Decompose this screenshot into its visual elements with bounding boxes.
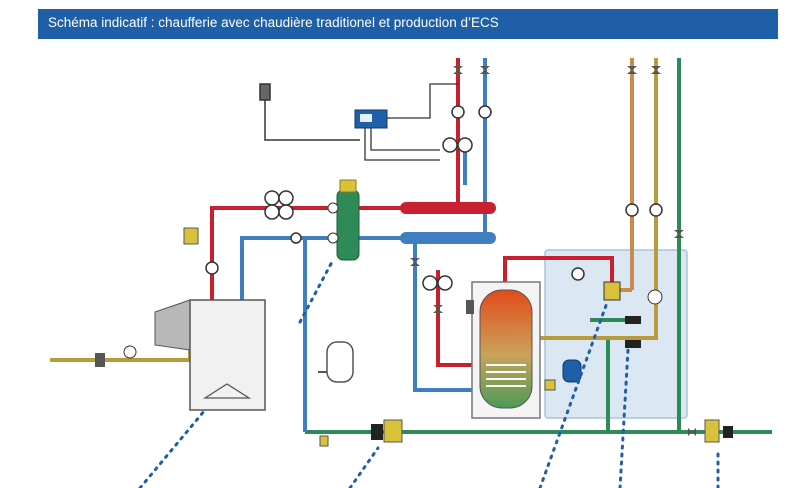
gas-valve-icon: [95, 345, 137, 367]
flow-collector: [400, 202, 496, 214]
mixing-valve-icon: [603, 281, 663, 305]
thermostat-icon: [259, 83, 360, 141]
storage-tank-icon: [466, 281, 541, 419]
expansion-vessel-icon: [318, 341, 354, 383]
gauge-icon: [205, 105, 663, 281]
dotted-leaders: [138, 258, 720, 488]
control-panel-icon: [354, 83, 458, 161]
diagram-title: Schéma indicatif : chaufferie avec chaud…: [48, 15, 499, 30]
drain-valve-icon: [183, 227, 329, 447]
small-expansion-vessel-icon: [562, 359, 582, 383]
boiler-icon: [154, 299, 266, 411]
circulator-pump-icon: [264, 137, 473, 291]
separator-icon: [327, 179, 360, 261]
valve-icon: [410, 66, 696, 436]
filter-icon: [371, 316, 733, 443]
ecs-zone: [544, 249, 688, 419]
title-bar: Schéma indicatif : chaufferie avec chaud…: [38, 9, 778, 39]
return-collector: [400, 232, 496, 244]
